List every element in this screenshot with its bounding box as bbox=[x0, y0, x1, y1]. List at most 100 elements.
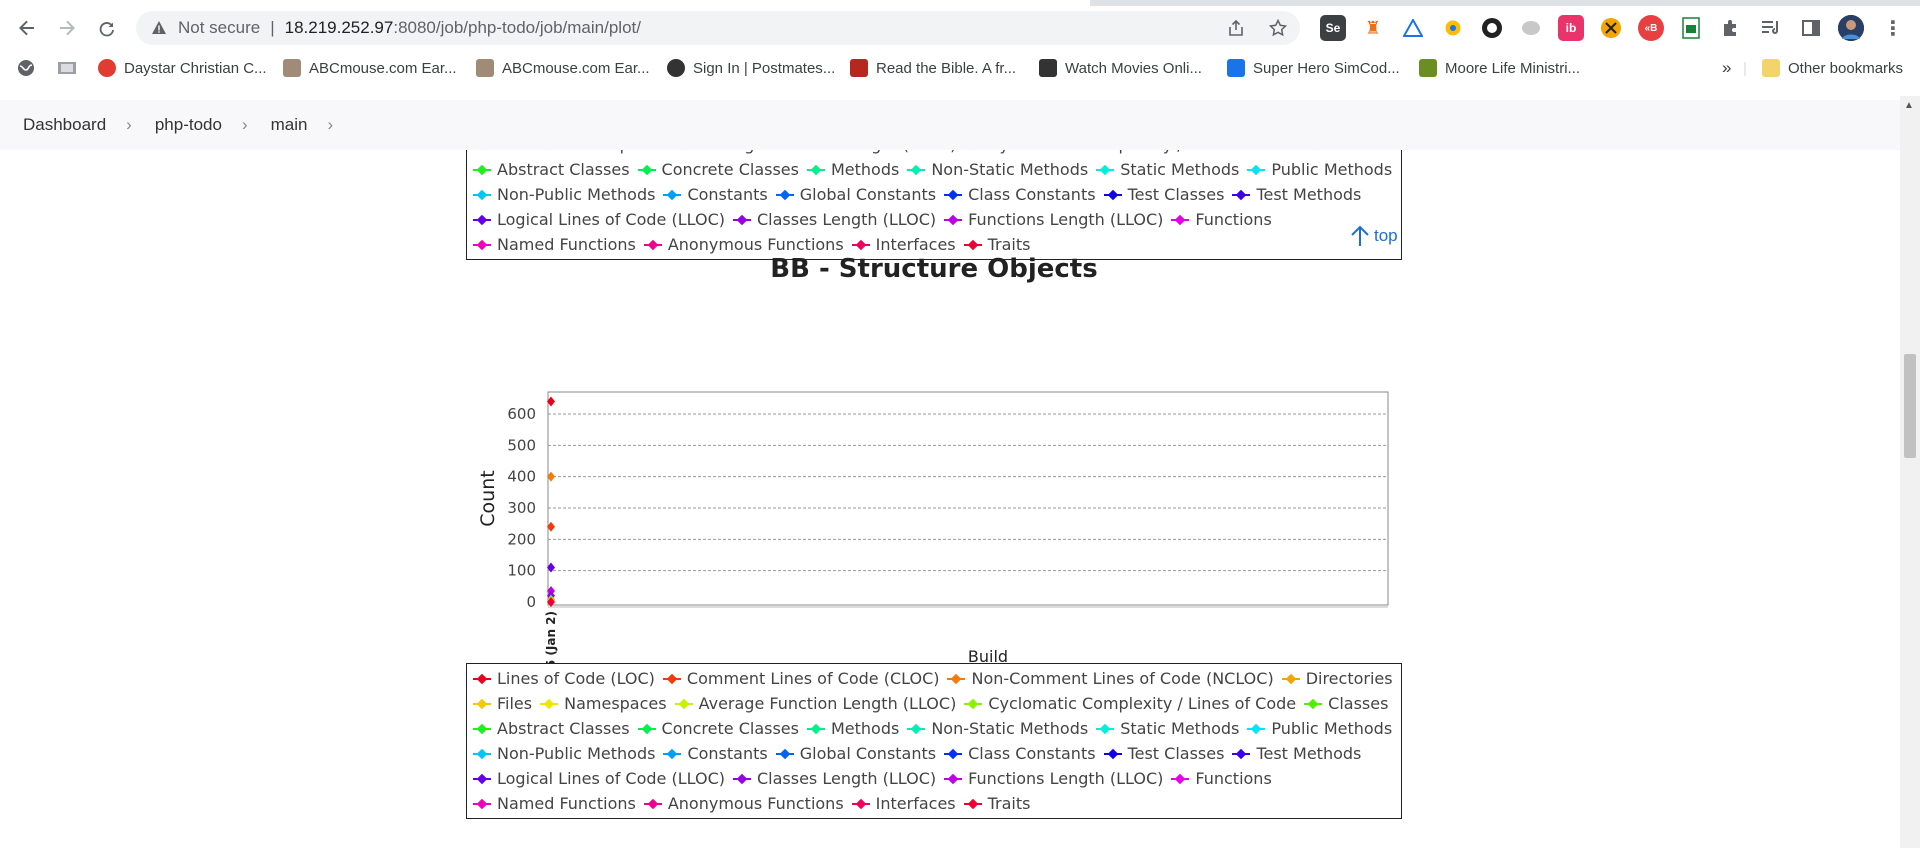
page-scrollbar[interactable]: ▲ bbox=[1900, 96, 1920, 848]
legend-item: Namespaces bbox=[540, 694, 667, 713]
apps-globe-icon[interactable] bbox=[17, 56, 35, 80]
legend-marker-icon bbox=[1103, 747, 1122, 761]
bookmark-star-icon[interactable] bbox=[1266, 16, 1290, 40]
legend-label: Static Methods bbox=[1120, 160, 1240, 179]
legend-item: Named Functions bbox=[473, 235, 636, 254]
profile-avatar[interactable] bbox=[1838, 15, 1864, 41]
legend-label: Comment Lines of Code (CLOC) bbox=[686, 669, 940, 688]
bookmark-item[interactable]: Read the Bible. A fr... bbox=[850, 56, 1016, 80]
bookmark-favicon bbox=[1039, 59, 1057, 77]
legend-label: Concrete Classes bbox=[661, 719, 799, 738]
data-point bbox=[547, 396, 555, 407]
security-label[interactable]: Not secure bbox=[178, 18, 261, 37]
legend-item: Methods bbox=[806, 160, 899, 179]
legend-marker-icon bbox=[1096, 163, 1115, 177]
legend-item: Public Methods bbox=[1247, 160, 1392, 179]
legend-marker-icon bbox=[663, 188, 682, 202]
bookmark-item[interactable]: Super Hero SimCod... bbox=[1227, 56, 1400, 80]
bookmark-item[interactable]: ABCmouse.com Ear... bbox=[283, 56, 457, 80]
breadcrumb-main[interactable]: main bbox=[270, 115, 308, 134]
ib-extension-icon[interactable]: ib bbox=[1558, 15, 1584, 41]
address-bar[interactable]: Not secure | 18.219.252.97:8080/job/php-… bbox=[136, 11, 1300, 45]
breadcrumb-php-todo[interactable]: php-todo bbox=[154, 115, 222, 134]
legend-label: Logical Lines of Code (LLOC) bbox=[497, 769, 725, 788]
piggy-extension-icon[interactable] bbox=[1518, 15, 1544, 41]
triangle-extension-icon[interactable] bbox=[1400, 15, 1426, 41]
legend-item: Test Classes bbox=[1103, 185, 1224, 204]
bookmark-item[interactable]: Moore Life Ministri... bbox=[1419, 56, 1580, 80]
reading-list-icon[interactable] bbox=[1758, 15, 1784, 41]
legend-item: Class Constants bbox=[944, 744, 1096, 763]
legend-label: Non-Comment Lines of Code (NCLOC) bbox=[971, 669, 1274, 688]
legend-row: Logical Lines of Code (LLOC)Classes Leng… bbox=[473, 207, 1395, 232]
legend-marker-icon bbox=[1304, 697, 1323, 711]
legend-marker-icon bbox=[473, 672, 491, 686]
scrollbar-thumb[interactable] bbox=[1904, 354, 1916, 458]
bookmark-favicon bbox=[283, 59, 301, 77]
legend-item: Classes bbox=[1304, 694, 1388, 713]
legend-marker-icon bbox=[944, 188, 963, 202]
legend-label: Abstract Classes bbox=[497, 160, 630, 179]
legend-item: Non-Static Methods bbox=[907, 719, 1088, 738]
bookmark-item[interactable]: Sign In | Postmates... bbox=[667, 56, 835, 80]
legend-label: Test Classes bbox=[1127, 744, 1225, 763]
bookmark-item[interactable]: Watch Movies Onli... bbox=[1039, 56, 1202, 80]
legend-item: Logical Lines of Code (LLOC) bbox=[473, 769, 725, 788]
top-link-label[interactable]: top bbox=[1374, 226, 1398, 245]
legend-label: Constants bbox=[687, 744, 768, 763]
legend-marker-icon bbox=[806, 722, 825, 736]
compass-extension-icon[interactable] bbox=[1440, 15, 1466, 41]
legend-item: Test Methods bbox=[1232, 744, 1361, 763]
share-icon[interactable] bbox=[1224, 16, 1248, 40]
reload-icon bbox=[99, 22, 114, 37]
bookmark-folder-icon[interactable] bbox=[57, 56, 77, 80]
breadcrumb-dashboard[interactable]: Dashboard bbox=[23, 115, 107, 134]
legend-label: Non-Static Methods bbox=[931, 719, 1089, 738]
scroll-up-icon[interactable]: ▲ bbox=[1904, 100, 1914, 111]
chevron-right-icon[interactable]: › bbox=[327, 115, 334, 134]
legend-marker-icon bbox=[944, 213, 963, 227]
sheet-extension-icon[interactable] bbox=[1678, 15, 1704, 41]
forward-button[interactable] bbox=[53, 14, 81, 42]
legend-label: Functions bbox=[1195, 210, 1272, 229]
legend-item: Classes bbox=[1304, 150, 1388, 154]
url-text[interactable]: 18.219.252.97:8080/job/php-todo/job/main… bbox=[284, 18, 641, 37]
legend-item: Traits bbox=[963, 235, 1030, 254]
other-bookmarks[interactable]: Other bookmarks bbox=[1762, 56, 1903, 80]
back-button[interactable] bbox=[13, 14, 41, 42]
person-extension-icon[interactable]: ♜ bbox=[1360, 15, 1386, 41]
bookmark-item[interactable]: Daystar Christian C... bbox=[98, 56, 267, 80]
legend-marker-icon bbox=[473, 722, 491, 736]
extensions-puzzle-icon[interactable] bbox=[1718, 15, 1744, 41]
legend-marker-icon bbox=[473, 697, 491, 711]
legend-item: Anonymous Functions bbox=[643, 235, 844, 254]
honey-extension-icon[interactable] bbox=[1598, 15, 1624, 41]
legend-marker-icon bbox=[1103, 188, 1122, 202]
browser-menu-icon[interactable]: ⋮ bbox=[1880, 15, 1906, 41]
chevron-right-icon[interactable]: › bbox=[126, 115, 132, 134]
y-tick-label: 400 bbox=[507, 468, 536, 486]
legend-marker-icon bbox=[851, 238, 870, 252]
chevron-right-icon[interactable]: › bbox=[241, 115, 248, 134]
legend-item: Class Constants bbox=[944, 185, 1096, 204]
selenium-extension-icon[interactable]: Se bbox=[1320, 15, 1346, 41]
legend-item: Directories bbox=[1281, 669, 1393, 688]
ring-extension-icon[interactable] bbox=[1479, 15, 1505, 41]
legend-item: Static Methods bbox=[1096, 719, 1239, 738]
legend-marker-icon bbox=[1247, 163, 1266, 177]
legend-marker-icon bbox=[963, 797, 982, 811]
legend-marker-icon bbox=[1096, 722, 1115, 736]
legend-label: Interfaces bbox=[875, 794, 956, 813]
bookmark-item[interactable]: ABCmouse.com Ear... bbox=[476, 56, 650, 80]
legend-marker-icon bbox=[851, 797, 870, 811]
reload-button[interactable] bbox=[93, 14, 121, 42]
y-tick-label: 300 bbox=[507, 499, 536, 517]
bookmarks-overflow-button[interactable]: » bbox=[1722, 58, 1732, 77]
legend-item: Functions Length (LLOC) bbox=[944, 769, 1163, 788]
legend-item: Interfaces bbox=[851, 794, 956, 813]
side-panel-icon[interactable] bbox=[1798, 15, 1824, 41]
chart-title: BB - Structure Objects bbox=[770, 254, 1098, 284]
top-link[interactable]: top bbox=[1350, 225, 1398, 247]
red-b-extension-icon[interactable]: «B bbox=[1638, 15, 1664, 41]
